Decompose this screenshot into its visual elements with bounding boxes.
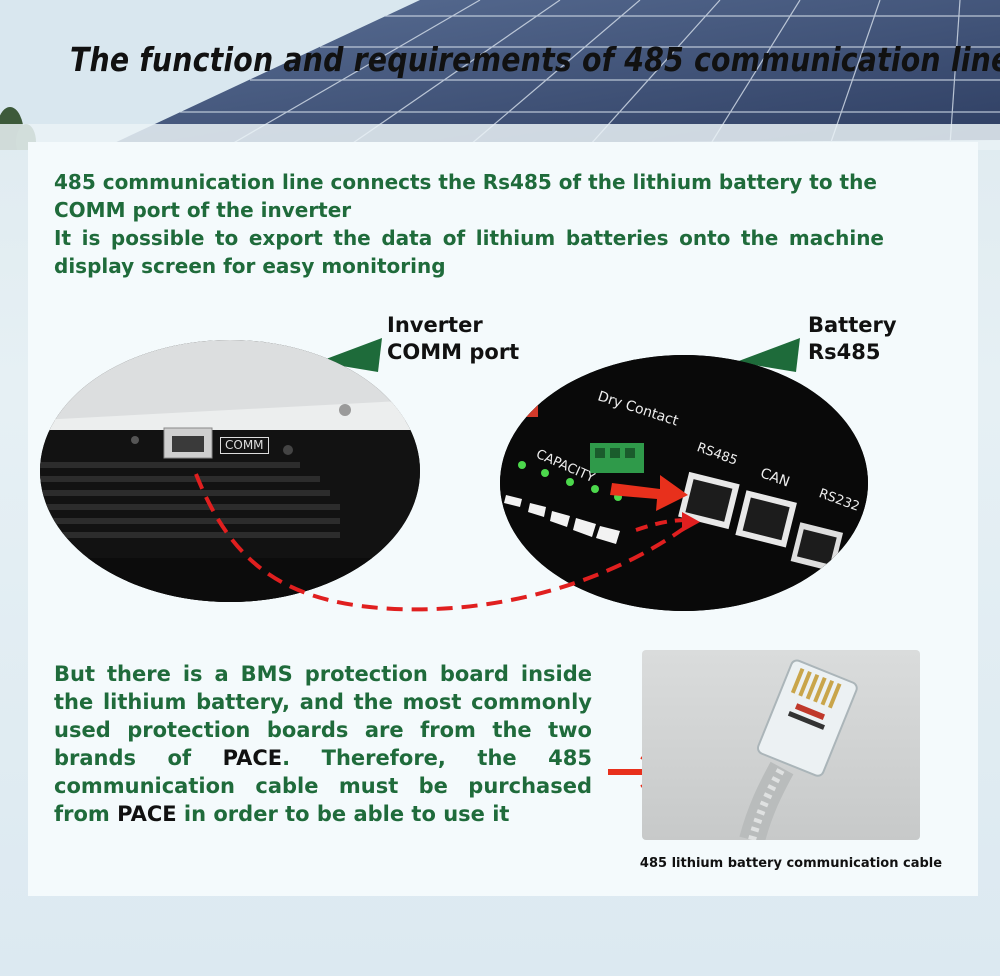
battery-label: Battery Rs485 <box>808 312 897 366</box>
cable-photo <box>642 650 920 840</box>
brand-pace-2: PACE <box>117 802 177 826</box>
body-part-1: But there is a BMS protection board insi… <box>54 662 592 770</box>
inverter-photo: COMM <box>40 340 420 602</box>
battery-photo: Dry Contact CAPACITY RS485 CAN RS232 M <box>500 355 868 611</box>
comm-port-label: COMM <box>220 437 269 454</box>
battery-illustration <box>500 355 868 611</box>
body-part-2: . Therefore, the 485 communication cable… <box>54 746 593 826</box>
intro-line-2: It is possible to export the data of lit… <box>54 226 884 278</box>
rj45-cable-illustration <box>739 659 858 840</box>
battery-label-line2: Rs485 <box>808 340 881 364</box>
body-part-3: in order to be able to use it <box>176 802 510 826</box>
partial-letter-label: M <box>500 431 512 446</box>
page-title: The function and requirements of 485 com… <box>70 40 1000 79</box>
solar-panel-graphic <box>0 0 1000 150</box>
inverter-label: Inverter COMM port <box>387 312 519 366</box>
cable-caption: 485 lithium battery communication cable <box>639 856 943 871</box>
battery-label-line1: Battery <box>808 313 897 337</box>
body-text: But there is a BMS protection board insi… <box>54 660 592 828</box>
brand-pace-1: PACE <box>222 746 283 770</box>
inverter-label-line2: COMM port <box>387 340 520 364</box>
inverter-illustration <box>40 340 420 602</box>
inverter-label-line1: Inverter <box>387 313 483 337</box>
intro-text: 485 communication line connects the Rs48… <box>54 168 884 280</box>
intro-line-1: 485 communication line connects the Rs48… <box>54 170 877 222</box>
header-banner: The function and requirements of 485 com… <box>0 0 1000 150</box>
